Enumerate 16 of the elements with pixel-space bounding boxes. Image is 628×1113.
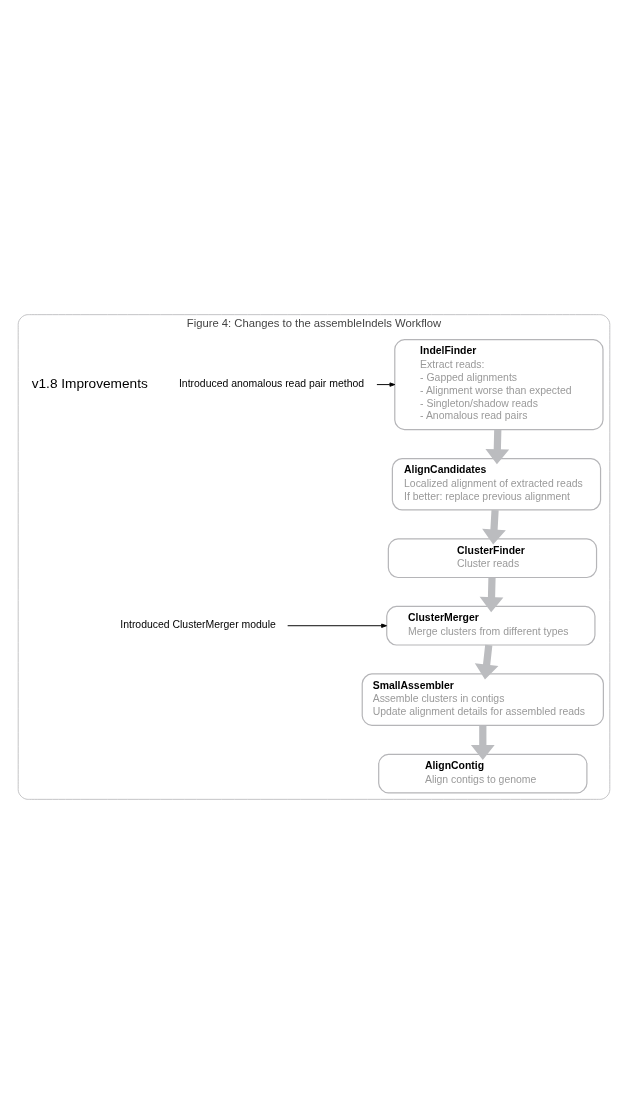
node-box: IndelFinder Extract reads: - Gapped alignments - Alignment worse than expected - Singleton/shadow reads - Anomalous read pairs (394, 338, 604, 430)
node-box: AlignCandidates Localized alignment of extracted reads If better: replace previous alignment (391, 457, 602, 511)
arrow (474, 644, 499, 680)
node-text: Introduced ClusterMerger module (120, 618, 276, 630)
arrow (482, 509, 506, 545)
label: v1.8 Improvements (31, 375, 148, 391)
node-box: SmallAssembler Assemble clusters in contigs Update alignment details for assembled reads (361, 672, 604, 726)
node-box: ClusterFinder Cluster reads (387, 537, 598, 578)
arrow (376, 381, 396, 387)
arrow (470, 725, 495, 760)
node-box: ClusterMerger Merge clusters from different types (386, 605, 596, 646)
node-text: Introduced anomalous read pair method (178, 377, 365, 389)
arrow (485, 429, 510, 464)
arrow (287, 623, 387, 628)
node-box: AlignContig Align contigs to genome (378, 753, 588, 794)
arrow (479, 577, 504, 612)
